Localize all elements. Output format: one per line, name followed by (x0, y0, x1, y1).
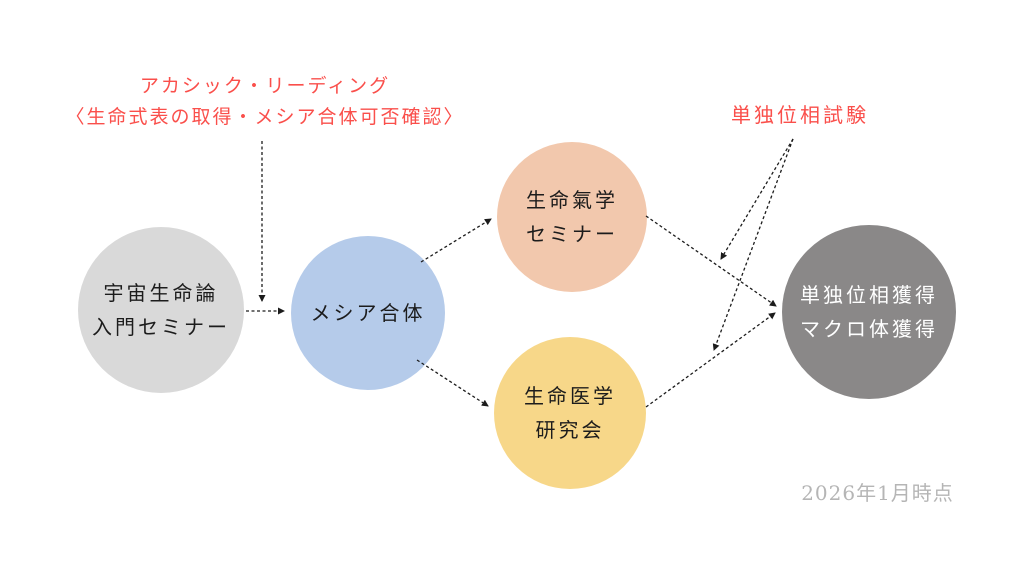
node-label-line: 単独位相獲得 (800, 283, 938, 307)
node-label-line: 研究会 (535, 418, 605, 442)
pointer-phase-test-to-igaku-arrow (712, 138, 794, 351)
arrow-kigaku-to-goal (645, 215, 777, 307)
arrow-messiah-to-igaku (416, 359, 489, 407)
node-label-line: 生命医学 (524, 384, 616, 408)
annotation-akashic-line1: アカシック・リーディング (139, 75, 391, 97)
pointer-phase-test-to-kigaku-arrow (720, 138, 794, 260)
node-intro-seminar: 宇宙生命論 入門セミナー (78, 227, 244, 393)
annotation-akashic-reading: アカシック・リーディング 〈生命式表の取得・メシア合体可否確認〉 (35, 71, 495, 133)
annotation-akashic-line2: 〈生命式表の取得・メシア合体可否確認〉 (65, 106, 465, 128)
arrow-messiah-to-kigaku (420, 218, 492, 263)
node-label-line: メシア合体 (310, 301, 426, 325)
node-kigaku-seminar: 生命氣学 セミナー (497, 142, 647, 292)
node-label-line: 宇宙生命論 (103, 281, 219, 305)
annotation-phase-test-label: 単独位相試験 (731, 103, 869, 127)
node-igaku-kenkyukai: 生命医学 研究会 (494, 337, 646, 489)
node-messiah-gattai: メシア合体 (291, 236, 445, 390)
node-label-line: 入門セミナー (92, 315, 230, 339)
annotation-phase-test: 単独位相試験 (710, 99, 890, 128)
node-label-line: セミナー (526, 222, 618, 246)
node-goal-phase-acquired: 単独位相獲得 マクロ体獲得 (782, 225, 956, 399)
node-label-line: マクロ体獲得 (800, 317, 938, 341)
timestamp-label: 2026年1月時点 (801, 481, 954, 505)
arrow-igaku-to-goal (645, 312, 776, 408)
timestamp-note: 2026年1月時点 (770, 477, 985, 506)
node-label-line: 生命氣学 (526, 188, 618, 212)
